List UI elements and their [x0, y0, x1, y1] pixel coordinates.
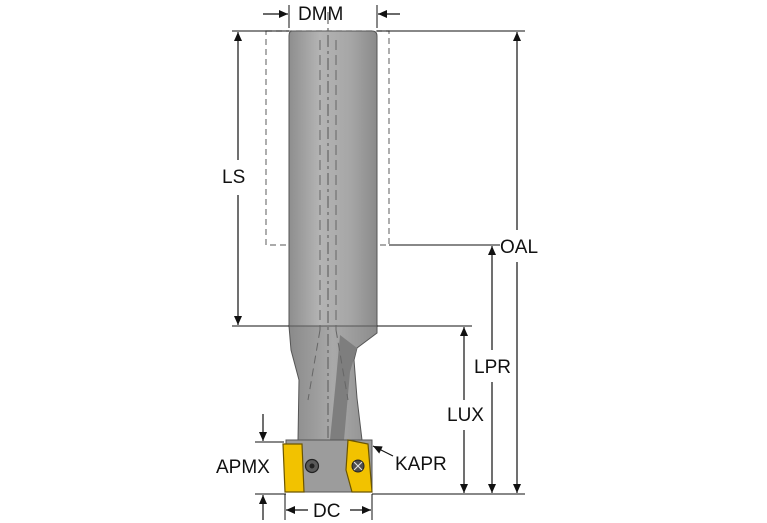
- label-dc: DC: [313, 501, 341, 522]
- coolant-branch-a: [307, 329, 321, 401]
- label-lpr: LPR: [474, 357, 511, 378]
- label-oal: OAL: [500, 237, 539, 258]
- screw-slot: [353, 461, 363, 471]
- flute-shadow: [330, 335, 357, 440]
- insert-left: [282, 443, 305, 493]
- tool-shank: [288, 30, 378, 327]
- label-kapr: KAPR: [395, 454, 447, 475]
- kapr-arrow: [372, 445, 394, 457]
- label-dmm: DMM: [298, 4, 344, 25]
- label-ls: LS: [222, 167, 246, 188]
- coolant-branch-b: [335, 329, 349, 401]
- screw-center: [309, 463, 315, 469]
- label-lux: LUX: [447, 405, 484, 426]
- label-apmx: APMX: [216, 457, 270, 478]
